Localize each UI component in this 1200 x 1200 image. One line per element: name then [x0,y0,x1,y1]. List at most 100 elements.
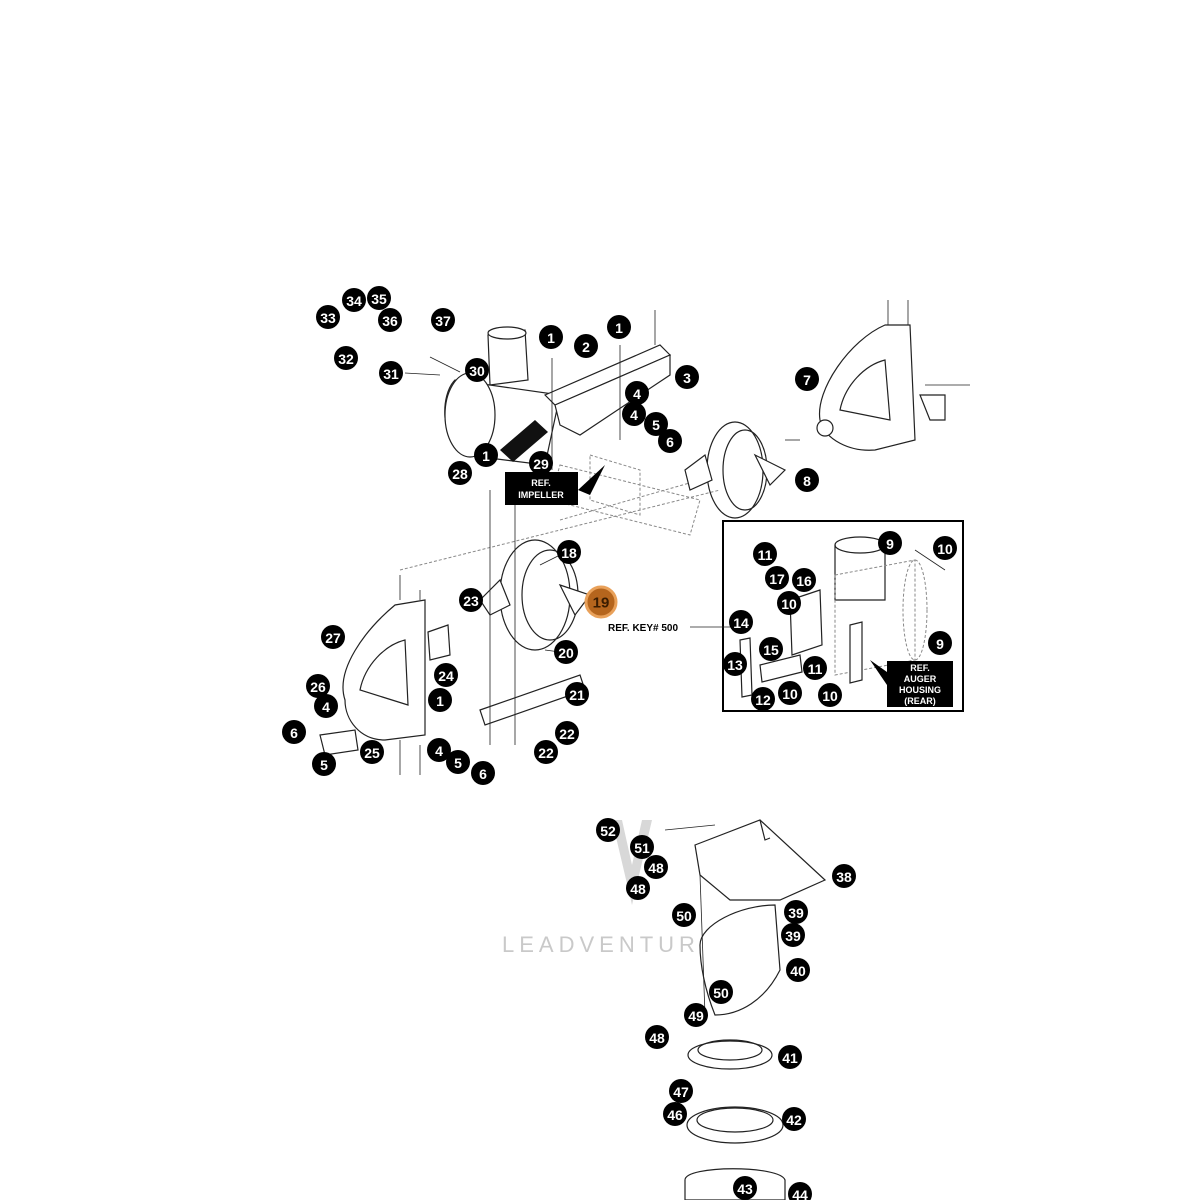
callout-18: 18 [557,540,581,564]
callout-number: 12 [755,692,771,708]
callout-number: 32 [338,351,354,367]
callout-5: 5 [446,750,470,774]
callout-badge [675,365,699,389]
callout-48: 48 [645,1025,669,1049]
callout-badge [448,461,472,485]
callout-number: 48 [648,860,664,876]
callout-number: 9 [886,536,894,552]
callout-number: 1 [547,330,555,346]
callout-badge [431,308,455,332]
callout-number: 41 [782,1050,798,1066]
callout-number: 7 [803,372,811,388]
callout-number: 21 [569,687,585,703]
callout-number: 39 [785,928,801,944]
callout-badge [316,305,340,329]
callout-number: 1 [482,448,490,464]
callout-number: 51 [634,840,650,856]
callout-badge [803,656,827,680]
callout-39: 39 [784,900,808,924]
callout-6: 6 [471,761,495,785]
callout-number: 42 [786,1112,802,1128]
auger-left [479,539,591,653]
callout-4: 4 [622,402,646,426]
callout-19-highlighted[interactable]: 19 [584,585,618,619]
callout-badge [777,591,801,615]
callout-badge [565,682,589,706]
callout-badge [539,325,563,349]
callout-number: 52 [600,823,616,839]
callout-number: 4 [322,699,330,715]
callout-badge [765,566,789,590]
callout-number: 14 [733,615,749,631]
callout-number: 3 [683,370,691,386]
callout-48: 48 [626,876,650,900]
callout-4: 4 [427,738,451,762]
callout-34: 34 [342,288,366,312]
callout-number: 24 [438,668,454,684]
callout-27: 27 [321,625,345,649]
callout-badge [557,540,581,564]
frame-plate [543,310,672,470]
callout-1: 1 [428,688,452,712]
callout-number: 6 [666,434,674,450]
callout-29: 29 [529,451,553,475]
callout-number: 10 [822,688,838,704]
callout-badge [832,864,856,888]
callout-11: 11 [753,542,777,566]
callout-50: 50 [672,903,696,927]
callout-number: 19 [593,595,610,612]
callout-badge [379,361,403,385]
callout-badge [446,750,470,774]
callout-badge [759,637,783,661]
callout-number: 4 [435,743,443,759]
callout-badge [625,381,649,405]
callout-2: 2 [574,334,598,358]
ref-impeller-line1: REF. [531,478,551,488]
callout-badge [753,542,777,566]
callout-number: 43 [737,1181,753,1197]
ref-auger-housing-label: REF. AUGER HOUSING (REAR) [870,660,953,707]
callout-badge [778,681,802,705]
callout-number: 5 [652,417,660,433]
callout-9: 9 [928,631,952,655]
callout-1: 1 [539,325,563,349]
callout-11: 11 [803,656,827,680]
callout-20: 20 [554,640,578,664]
callout-badge [465,358,489,382]
callout-number: 50 [713,985,729,1001]
callout-49: 49 [684,1003,708,1027]
callout-badge [434,663,458,687]
callout-36: 36 [378,308,402,332]
callout-13: 13 [723,652,747,676]
auger-right [684,421,800,519]
callout-30: 30 [465,358,489,382]
callout-number: 29 [533,456,549,472]
callout-number: 40 [790,963,806,979]
callout-badge [622,402,646,426]
callout-badge [795,367,819,391]
callout-48: 48 [644,855,668,879]
callout-number: 17 [769,571,785,587]
callout-badge [751,687,775,711]
callout-15: 15 [759,637,783,661]
callout-47: 47 [669,1079,693,1103]
callout-badge [584,585,618,619]
callout-22: 22 [534,740,558,764]
callout-number: 35 [371,291,387,307]
callout-number: 23 [463,593,479,609]
callout-number: 10 [781,596,797,612]
side-plate-right [816,300,970,451]
callout-badge [792,568,816,592]
callout-44: 44 [788,1182,812,1200]
callout-33: 33 [316,305,340,329]
callout-number: 47 [673,1084,689,1100]
callout-22: 22 [555,721,579,745]
callout-number: 48 [630,881,646,897]
callout-badge [428,688,452,712]
callout-9: 9 [878,531,902,555]
callout-25: 25 [360,740,384,764]
callout-number: 49 [688,1008,704,1024]
callout-badge [818,683,842,707]
callout-badge [626,876,650,900]
